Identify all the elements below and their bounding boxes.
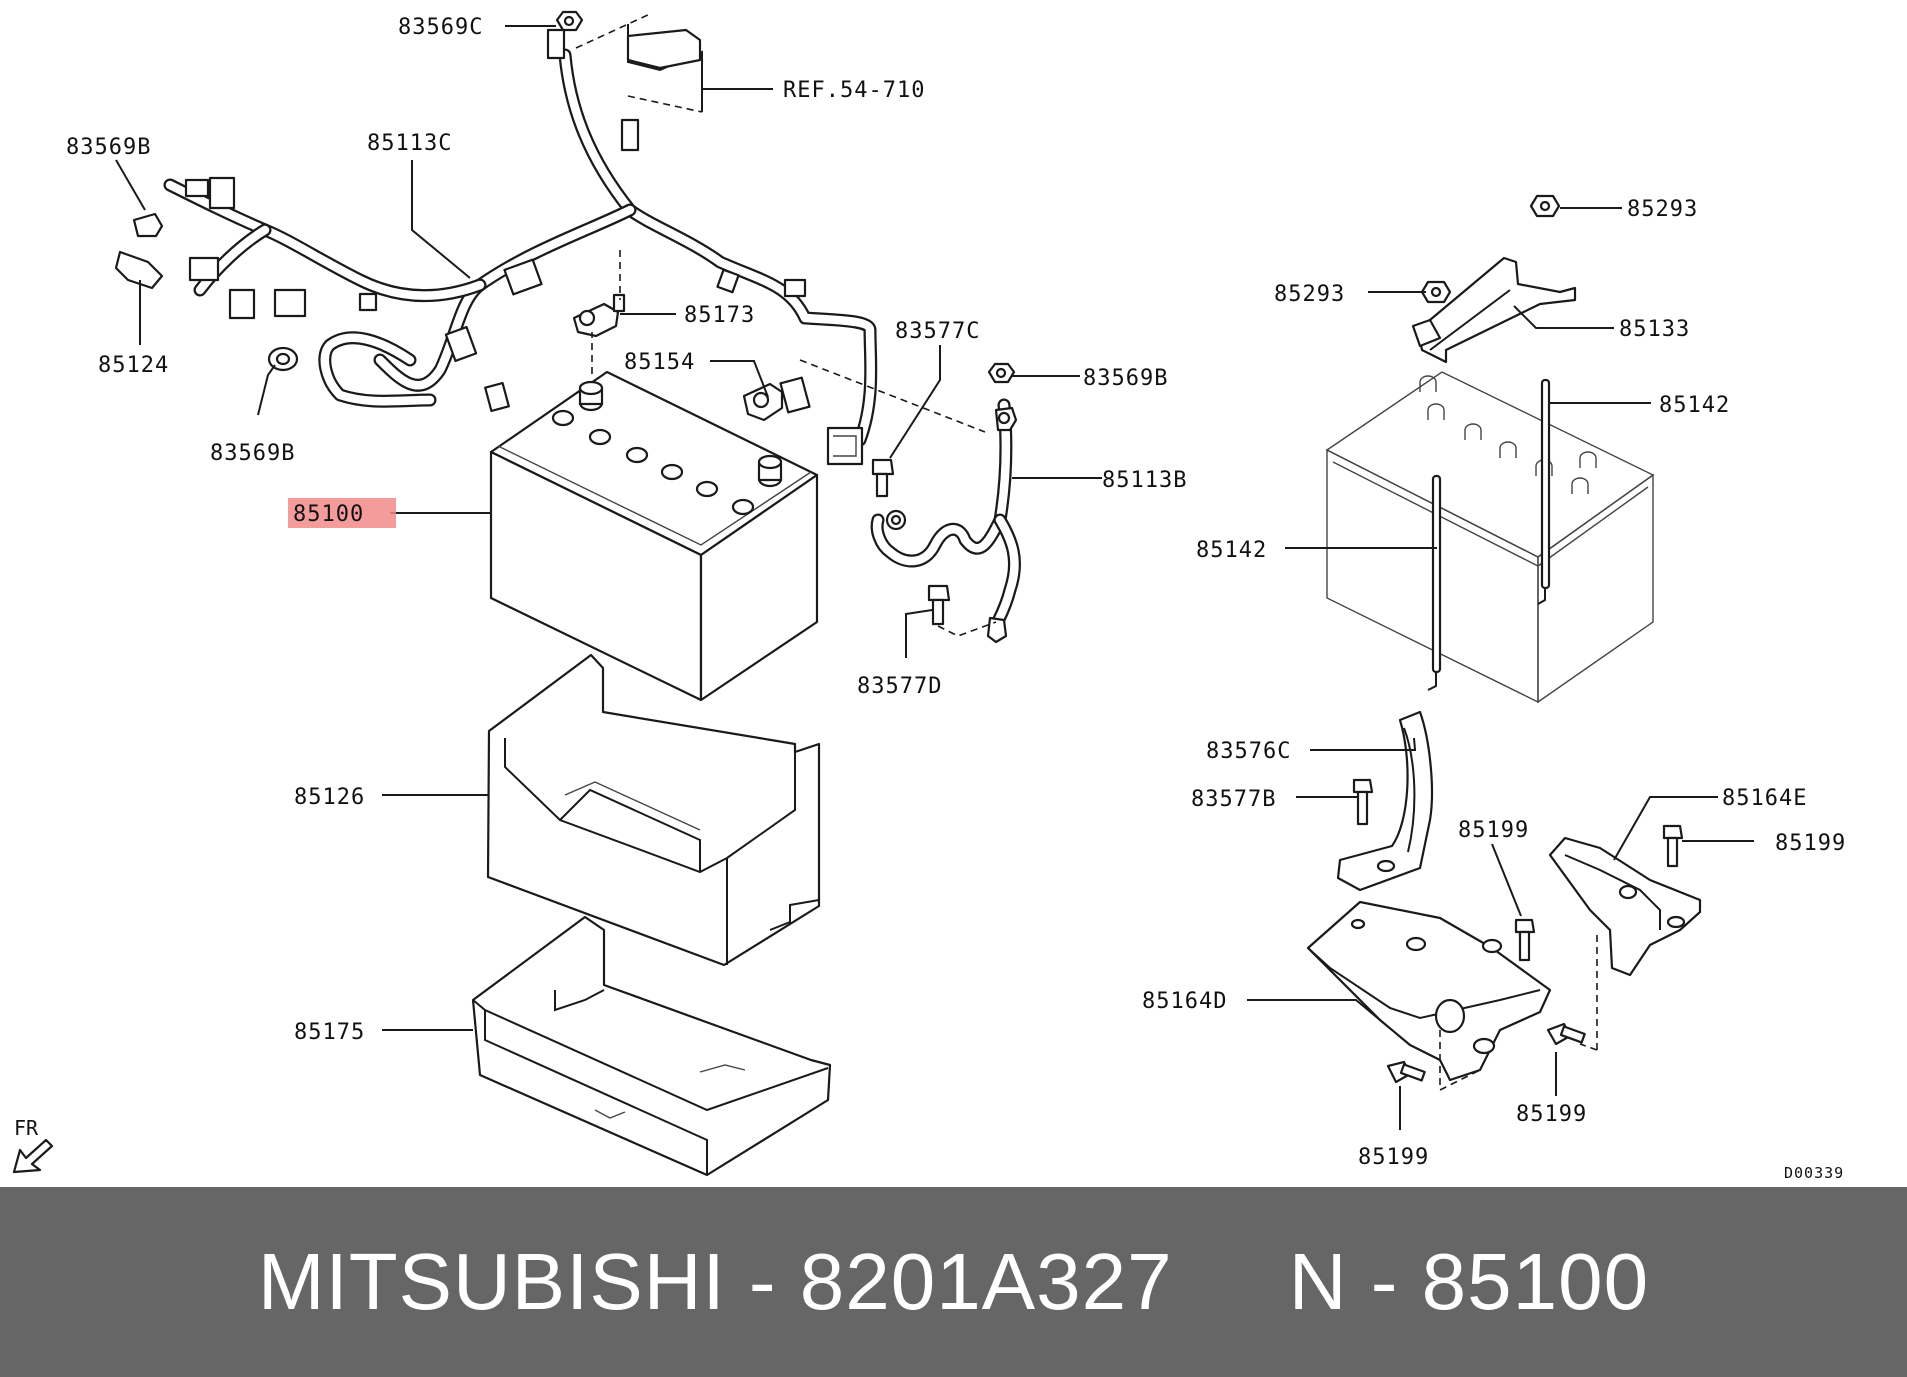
bolt-85199-a[interactable] [1514, 918, 1536, 962]
bolt-83577D[interactable] [927, 584, 951, 626]
battery-lower-tray-85175[interactable] [471, 915, 832, 1177]
bracket-85124[interactable] [114, 250, 164, 290]
label-85133: 85133 [1619, 317, 1690, 342]
label-85293-top: 85293 [1627, 197, 1698, 222]
bolt-85199-c[interactable] [1546, 1022, 1586, 1046]
battery-support-85164E[interactable] [1548, 836, 1702, 1050]
label-85126: 85126 [294, 785, 365, 810]
highlight-85100 [288, 498, 396, 528]
label-85100: 85100 [293, 502, 364, 527]
brand-name: MITSUBISHI [257, 1237, 726, 1326]
harness-85113C[interactable] [163, 28, 878, 466]
battery-support-85164D[interactable] [1306, 900, 1552, 1090]
callout-labels: 83569C REF.54-710 83569B 85113C 85124 83… [66, 15, 1846, 1170]
bolt-83577C[interactable] [871, 458, 895, 498]
label-83569B-left: 83569B [210, 441, 295, 466]
label-85164E: 85164E [1722, 786, 1807, 811]
fuse-box-ref-54-710 [575, 13, 703, 113]
label-83569B-right: 83569B [1083, 366, 1168, 391]
label-85175: 85175 [294, 1020, 365, 1045]
label-85142-left: 85142 [1196, 538, 1267, 563]
nut-83569B-right[interactable] [987, 362, 1016, 384]
label-85142-top: 85142 [1659, 393, 1730, 418]
label-85199-b: 85199 [1775, 831, 1846, 856]
label-85124: 85124 [98, 353, 169, 378]
ground-cable-85113B[interactable] [870, 398, 1022, 644]
label-83569C: 83569C [398, 15, 483, 40]
ref-prefix: N [1288, 1237, 1348, 1326]
front-arrow-icon [12, 1138, 54, 1174]
battery-tray-85126[interactable] [486, 653, 821, 967]
label-85293-left: 85293 [1274, 282, 1345, 307]
bolt-85199-b[interactable] [1662, 824, 1684, 868]
bracket-83576C[interactable] [1336, 710, 1434, 892]
label-85164D: 85164D [1142, 989, 1227, 1014]
front-direction-marker: FR [12, 1116, 54, 1174]
grommet-83569B-left[interactable] [267, 346, 299, 372]
battery-parts-diagram: 83569C REF.54-710 83569B 85113C 85124 83… [12, 10, 1846, 1182]
bolt-85199-d[interactable] [1386, 1060, 1426, 1084]
nut-85293-left[interactable] [1420, 280, 1452, 304]
label-85199-d: 85199 [1358, 1145, 1429, 1170]
ref-number: 85100 [1421, 1237, 1650, 1326]
label-85113B: 85113B [1102, 468, 1187, 493]
footer-banner: MITSUBISHI - 8201A327 N - 85100 [0, 1187, 1907, 1377]
label-83577D: 83577D [857, 674, 942, 699]
label-85113C: 85113C [367, 131, 452, 156]
hold-down-rod-85142[interactable] [1427, 378, 1551, 691]
nut-85293-top[interactable] [1529, 194, 1561, 218]
fr-label: FR [14, 1116, 39, 1140]
hold-down-plate-85133[interactable] [1411, 256, 1577, 364]
label-85199-c: 85199 [1516, 1102, 1587, 1127]
battery-85100[interactable] [489, 370, 819, 702]
label-83576C: 83576C [1206, 739, 1291, 764]
nut-83569C[interactable] [555, 10, 584, 32]
part-number: 8201A327 [799, 1237, 1173, 1326]
leader-lines [115, 25, 1754, 1130]
terminal-85154[interactable] [742, 376, 811, 422]
label-83569B-top: 83569B [66, 135, 151, 160]
label-83577B: 83577B [1191, 787, 1276, 812]
label-83577C: 83577C [895, 319, 980, 344]
drawing-code: D00339 [1784, 1164, 1844, 1182]
terminal-85173[interactable] [572, 293, 626, 338]
battery-outline-right [1325, 371, 1655, 704]
label-85154: 85154 [624, 350, 695, 375]
label-ref-54-710: REF.54-710 [783, 78, 925, 103]
bolt-83577B[interactable] [1352, 778, 1374, 826]
footer-part-info: MITSUBISHI - 8201A327 N - 85100 [257, 1237, 1650, 1326]
label-85199-a: 85199 [1458, 818, 1529, 843]
clip-83569B-top[interactable] [132, 212, 164, 238]
label-85173: 85173 [684, 303, 755, 328]
